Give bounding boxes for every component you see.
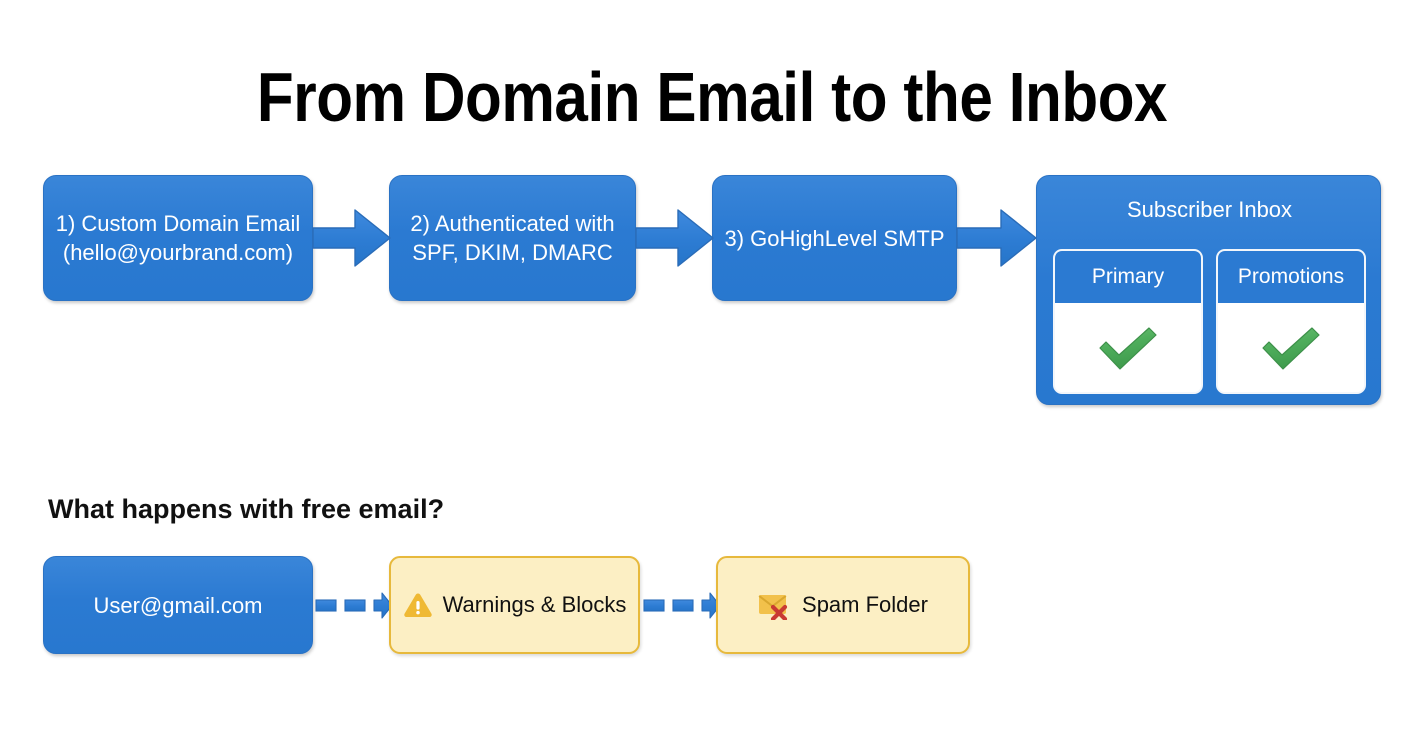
check-icon xyxy=(1099,326,1157,370)
flow-step-3-text: 3) GoHighLevel SMTP xyxy=(724,224,944,253)
inbox-tab-promotions-label: Promotions xyxy=(1218,251,1364,303)
free-email-connector-1-icon xyxy=(315,592,393,620)
subscriber-inbox-title: Subscriber Inbox xyxy=(1126,197,1293,222)
flow-arrow-2-icon xyxy=(635,206,714,270)
flow-step-2-box[interactable]: 2) Authenticated with SPF, DKIM, DMARC xyxy=(389,175,636,301)
warnings-blocks-label: Warnings & Blocks xyxy=(442,592,627,617)
flow-arrow-1-icon xyxy=(312,206,391,270)
free-sender-box[interactable]: User@gmail.com xyxy=(43,556,313,654)
flow-step-2-text: 2) Authenticated with SPF, DKIM, DMARC xyxy=(410,209,614,267)
flow-step-3-box[interactable]: 3) GoHighLevel SMTP xyxy=(712,175,957,301)
envelope-blocked-icon xyxy=(758,590,792,620)
flow-arrow-3-icon xyxy=(956,206,1037,270)
page-title: From Domain Email to the Inbox xyxy=(256,58,1168,136)
inbox-tab-primary[interactable]: Primary xyxy=(1053,249,1203,394)
inbox-tab-promotions-status xyxy=(1218,303,1364,392)
inbox-tab-primary-status xyxy=(1055,303,1201,392)
inbox-tab-promotions[interactable]: Promotions xyxy=(1216,249,1366,394)
free-email-heading: What happens with free email? xyxy=(48,494,445,524)
check-icon xyxy=(1262,326,1320,370)
spam-folder-label: Spam Folder xyxy=(802,592,928,617)
flow-step-2-line1: 2) Authenticated with xyxy=(410,211,615,236)
free-email-connector-2-icon xyxy=(643,592,721,620)
subscriber-inbox-panel[interactable]: Subscriber Inbox Primary Promotions xyxy=(1036,175,1381,405)
free-sender-label: User@gmail.com xyxy=(93,592,263,618)
warning-triangle-icon xyxy=(403,591,433,619)
flow-step-1-line2: (hello@yourbrand.com) xyxy=(62,240,294,265)
spam-folder-box[interactable]: Spam Folder xyxy=(716,556,970,654)
inbox-tab-primary-label: Primary xyxy=(1055,251,1201,303)
flow-step-1-line1: 1) Custom Domain Email xyxy=(55,211,301,236)
flow-step-1-text: 1) Custom Domain Email (hello@yourbrand.… xyxy=(56,209,301,267)
flow-step-3-line1: 3) GoHighLevel SMTP xyxy=(724,225,945,251)
flow-step-2-line2: SPF, DKIM, DMARC xyxy=(412,240,613,265)
flow-step-1-box[interactable]: 1) Custom Domain Email (hello@yourbrand.… xyxy=(43,175,313,301)
warnings-blocks-box[interactable]: Warnings & Blocks xyxy=(389,556,640,654)
